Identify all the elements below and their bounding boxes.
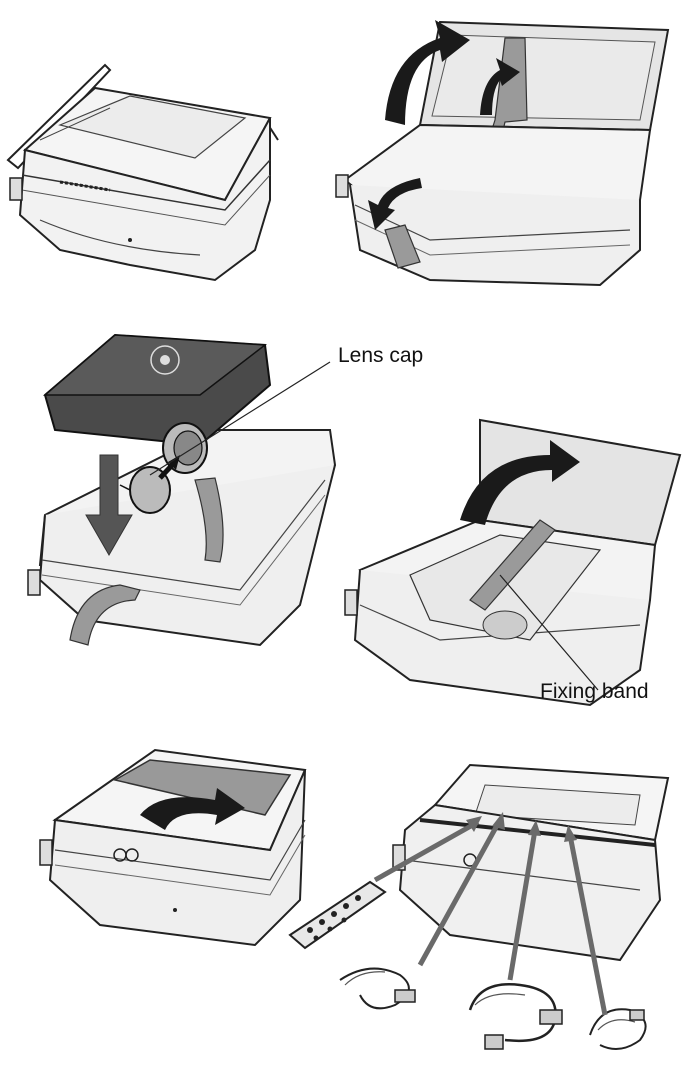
audio-cable-icon <box>589 1008 647 1050</box>
step4-fasten-band <box>344 418 682 707</box>
lens-cap-label: Lens cap <box>338 344 424 367</box>
fixing-band-icon <box>469 519 556 611</box>
step3-insert-projector <box>27 333 337 647</box>
fixing-band-label: Fixing band <box>540 680 649 703</box>
lens-cap-icon <box>119 466 171 514</box>
power-cord-icon <box>339 967 416 1010</box>
arrow-close-lid-icon <box>460 440 580 525</box>
arrow-close-flap-icon <box>140 788 245 830</box>
projector-icon <box>42 333 272 474</box>
step6-store-accessories <box>288 763 670 1050</box>
remote-control-icon <box>288 880 387 950</box>
step2-open-case <box>335 20 670 287</box>
step5-close-flap <box>39 748 307 947</box>
rgb-cable-icon <box>468 983 563 1050</box>
step1-closed-case <box>6 63 279 282</box>
arrow-open-lid-icon <box>385 20 470 125</box>
lens-cap-leader <box>149 361 331 476</box>
